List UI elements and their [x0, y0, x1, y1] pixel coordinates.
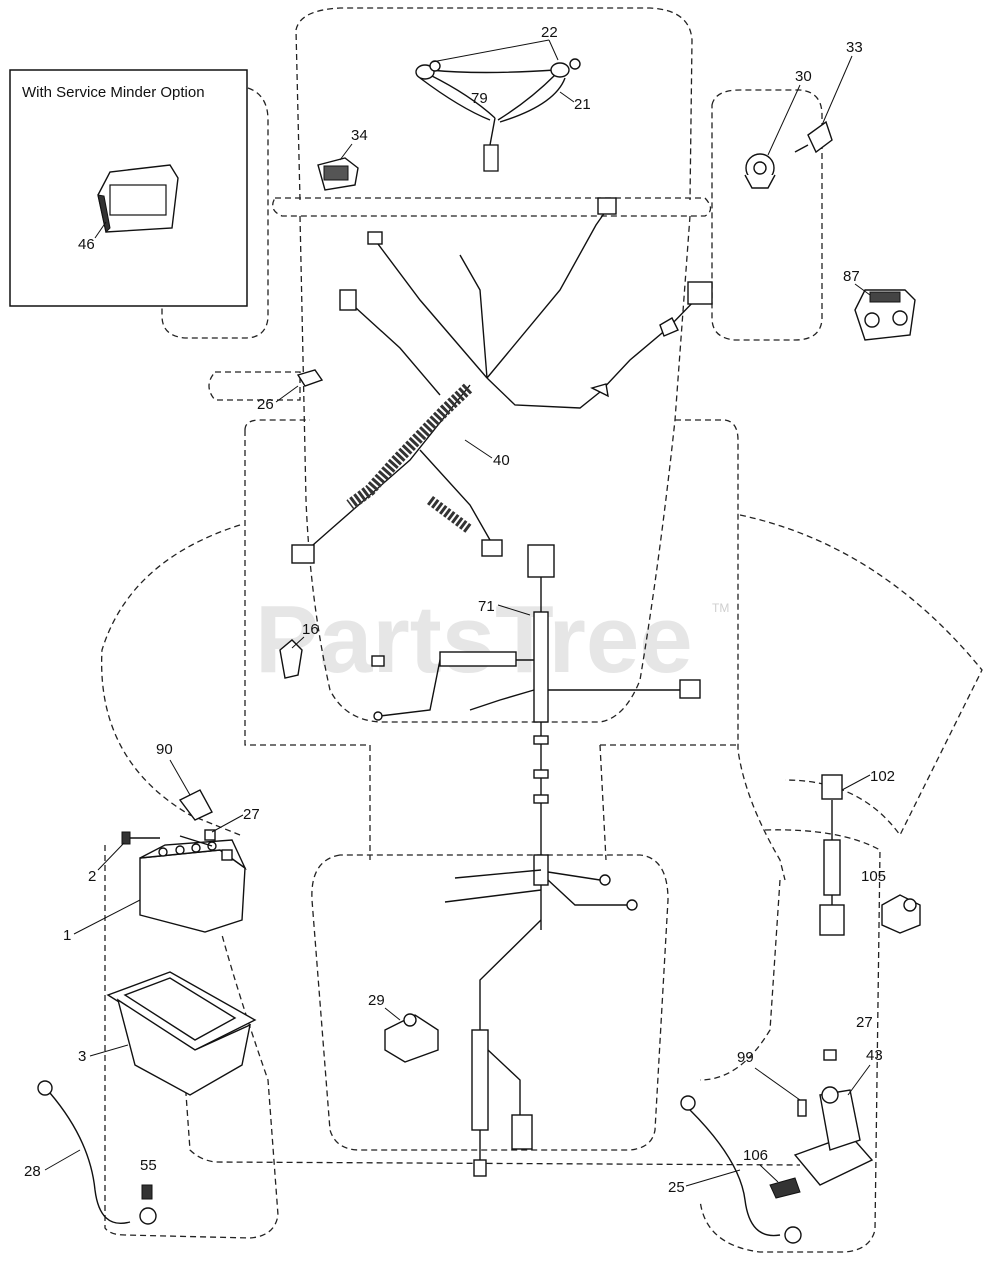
- callout-43: 43: [866, 1047, 883, 1064]
- main-harness: [291, 197, 713, 564]
- battery-bolt: [121, 829, 216, 847]
- callout-106: 106: [743, 1147, 768, 1164]
- callout-87: 87: [843, 268, 860, 285]
- callout-27-lower: 27: [856, 1014, 873, 1031]
- callout-55: 55: [140, 1157, 157, 1174]
- callout-21: 21: [574, 96, 591, 113]
- watermark-tm: TM: [712, 601, 729, 615]
- switch-105: [881, 894, 921, 934]
- harness-102: [819, 774, 845, 936]
- service-minder-inset: With Service Minder Option 46: [9, 69, 248, 307]
- callout-40: 40: [493, 452, 510, 469]
- module-29: [384, 1013, 439, 1063]
- headlight-harness: [415, 58, 581, 172]
- callout-26: 26: [257, 396, 274, 413]
- callout-34: 34: [351, 127, 368, 144]
- ignition-key: [794, 120, 833, 154]
- part-106: [769, 1177, 801, 1199]
- callout-25: 25: [668, 1179, 685, 1196]
- inset-title: With Service Minder Option: [22, 84, 205, 101]
- callout-3: 3: [78, 1048, 86, 1065]
- callout-102: 102: [870, 768, 895, 785]
- battery-cable-28: [37, 1080, 157, 1225]
- callout-29: 29: [368, 992, 385, 1009]
- ground-cable-25: [680, 1095, 802, 1244]
- service-minder-part: [97, 164, 179, 234]
- starter-solenoid: [854, 289, 916, 341]
- watermark-text: PartsTree: [255, 586, 693, 693]
- part-27-lower: [823, 1049, 837, 1061]
- callout-1: 1: [63, 927, 71, 944]
- clip-90: [178, 789, 213, 821]
- fuse-holder: [296, 369, 324, 387]
- callout-16: 16: [302, 621, 319, 638]
- harness-71: [371, 544, 701, 1177]
- callout-79: 79: [471, 90, 488, 107]
- part-43: [793, 1086, 874, 1186]
- switch-34: [317, 157, 359, 191]
- callout-105: 105: [861, 868, 886, 885]
- callout-27-battery: 27: [243, 806, 260, 823]
- callout-99: 99: [737, 1049, 754, 1066]
- part-16: [279, 639, 303, 679]
- ignition-switch: [744, 153, 776, 189]
- part-99: [797, 1099, 807, 1117]
- callout-2: 2: [88, 868, 96, 885]
- battery-tray: [106, 971, 257, 1096]
- callout-28: 28: [24, 1163, 41, 1180]
- callout-46: 46: [78, 236, 95, 253]
- battery: [139, 839, 247, 933]
- callout-22: 22: [541, 24, 558, 41]
- callout-30: 30: [795, 68, 812, 85]
- screw-55: [141, 1184, 153, 1200]
- callout-90: 90: [156, 741, 173, 758]
- callout-33: 33: [846, 39, 863, 56]
- callout-71: 71: [478, 598, 495, 615]
